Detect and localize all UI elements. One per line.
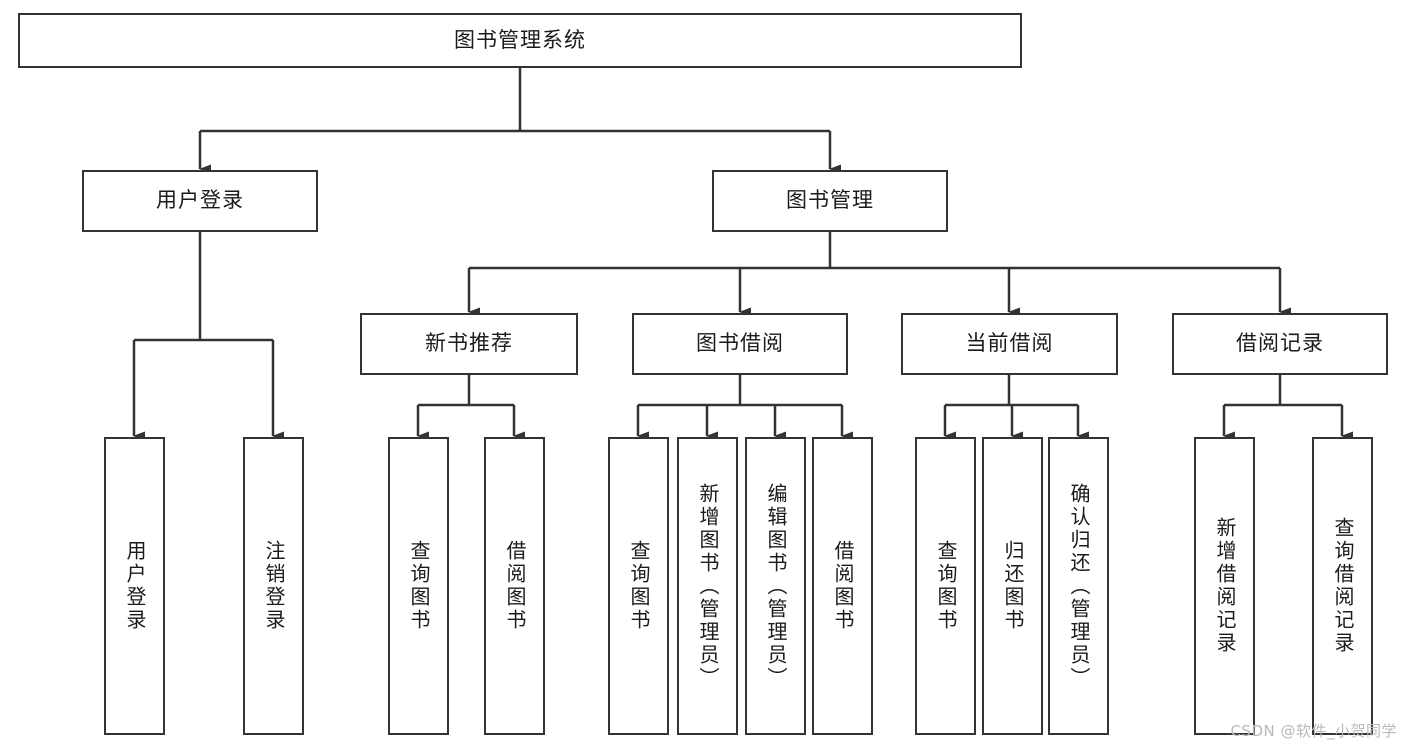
node-label: 查询图书 — [407, 540, 431, 632]
node-user-login[interactable]: 用户登录 — [82, 170, 318, 232]
node-label: 借阅记录 — [1236, 331, 1324, 356]
node-label: 新书推荐 — [425, 331, 513, 356]
node-leaf-confirm-return[interactable]: 确认归还（管理员） — [1048, 437, 1109, 735]
node-leaf-borrow-book-2[interactable]: 借阅图书 — [812, 437, 873, 735]
node-borrow-record[interactable]: 借阅记录 — [1172, 313, 1388, 375]
node-label: 图书管理系统 — [454, 27, 586, 52]
node-leaf-return-book[interactable]: 归还图书 — [982, 437, 1043, 735]
node-label: 用户登录 — [123, 540, 147, 632]
node-label: 查询图书 — [934, 540, 958, 632]
node-label: 图书管理 — [786, 188, 874, 213]
node-leaf-borrow-book-1[interactable]: 借阅图书 — [484, 437, 545, 735]
node-label: 图书借阅 — [696, 331, 784, 356]
node-label: 借阅图书 — [503, 540, 527, 632]
node-new-book-rec[interactable]: 新书推荐 — [360, 313, 578, 375]
node-label: 确认归还（管理员） — [1067, 482, 1091, 690]
node-label: 查询图书 — [627, 540, 651, 632]
node-leaf-add-book[interactable]: 新增图书（管理员） — [677, 437, 738, 735]
node-label: 新增借阅记录 — [1213, 517, 1237, 655]
connector-group — [132, 68, 1353, 441]
node-leaf-logout[interactable]: 注销登录 — [243, 437, 304, 735]
node-leaf-query-book-1[interactable]: 查询图书 — [388, 437, 449, 735]
node-label: 当前借阅 — [965, 331, 1054, 356]
node-label: 归还图书 — [1001, 540, 1025, 632]
node-leaf-query-book-3[interactable]: 查询图书 — [915, 437, 976, 735]
node-book-manage[interactable]: 图书管理 — [712, 170, 948, 232]
node-label: 编辑图书（管理员） — [764, 482, 788, 690]
node-leaf-user-login[interactable]: 用户登录 — [104, 437, 165, 735]
node-leaf-add-record[interactable]: 新增借阅记录 — [1194, 437, 1255, 735]
node-label: 注销登录 — [262, 540, 286, 632]
node-current-borrow[interactable]: 当前借阅 — [901, 313, 1118, 375]
node-label: 查询借阅记录 — [1331, 517, 1355, 655]
node-label: 新增图书（管理员） — [696, 482, 720, 690]
node-label: 用户登录 — [156, 188, 244, 213]
node-leaf-query-record[interactable]: 查询借阅记录 — [1312, 437, 1373, 735]
node-book-borrow[interactable]: 图书借阅 — [632, 313, 848, 375]
node-label: 借阅图书 — [831, 540, 855, 632]
node-root[interactable]: 图书管理系统 — [18, 13, 1022, 68]
node-leaf-edit-book[interactable]: 编辑图书（管理员） — [745, 437, 806, 735]
node-leaf-query-book-2[interactable]: 查询图书 — [608, 437, 669, 735]
